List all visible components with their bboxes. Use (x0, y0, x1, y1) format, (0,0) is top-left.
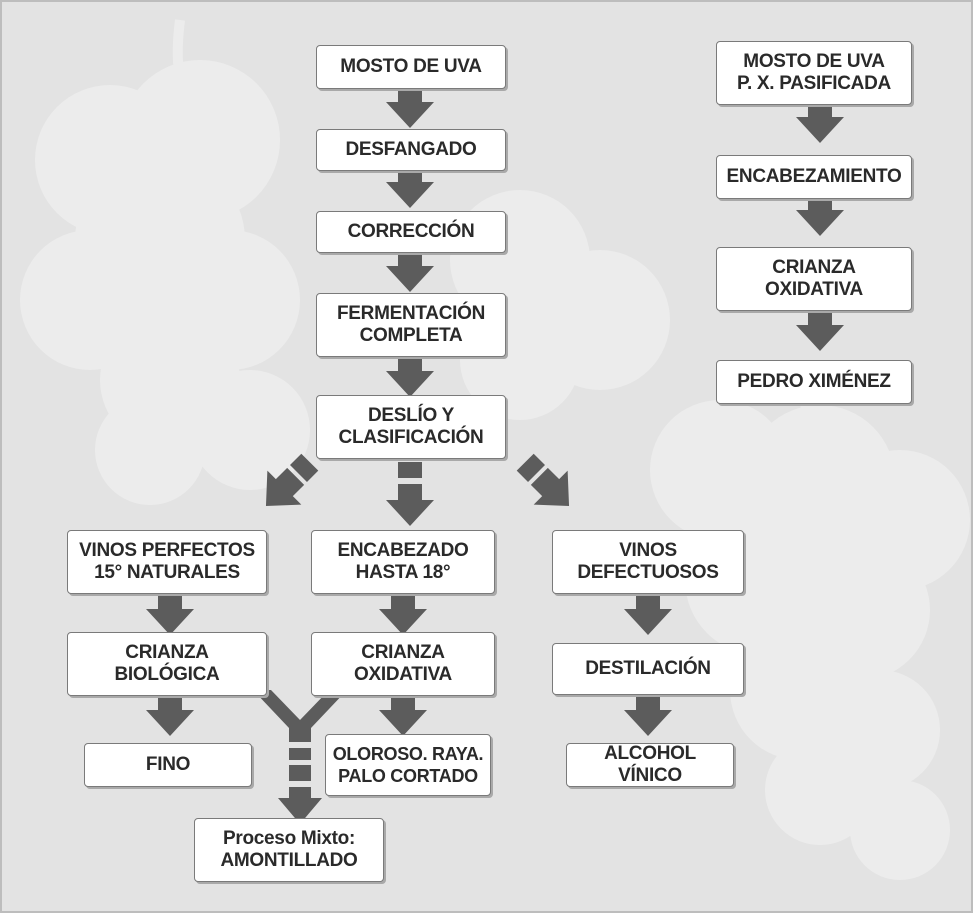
arrow-down (386, 88, 434, 128)
box-mosto-de-uva: MOSTO DE UVA (316, 45, 506, 89)
box-fino: FINO (84, 743, 252, 787)
arrow-down (796, 196, 844, 236)
arrow-down (386, 357, 434, 397)
box-mosto-px-pasificada: MOSTO DE UVA P. X. PASIFICADA (716, 41, 912, 105)
arrow-down (146, 696, 194, 736)
box-alcohol-vinico: ALCOHOL VÍNICO (566, 743, 734, 787)
arrow-diagonal-left (265, 453, 319, 507)
arrow-down-split-center (386, 462, 434, 526)
box-encabezado-hasta-18: ENCABEZADO HASTA 18° (311, 530, 495, 594)
box-vinos-perfectos: VINOS PERFECTOS 15° NATURALES (67, 530, 267, 594)
box-proceso-mixto-amontillado: Proceso Mixto: AMONTILLADO (194, 818, 384, 882)
box-fermentacion-completa: FERMENTACIÓN COMPLETA (316, 293, 506, 357)
arrow-down (624, 595, 672, 635)
box-deslio-clasificacion: DESLÍO Y CLASIFICACIÓN (316, 395, 506, 459)
arrow-down (386, 168, 434, 208)
arrow-down (379, 595, 427, 635)
box-encabezamiento: ENCABEZAMIENTO (716, 155, 912, 199)
box-vinos-defectuosos: VINOS DEFECTUOSOS (552, 530, 744, 594)
box-oloroso-raya-palo-cortado: OLOROSO. RAYA. PALO CORTADO (325, 734, 491, 796)
arrow-down (796, 311, 844, 351)
box-destilacion: DESTILACIÓN (552, 643, 744, 695)
box-crianza-oxidativa: CRIANZA OXIDATIVA (311, 632, 495, 696)
box-pedro-ximenez: PEDRO XIMÉNEZ (716, 360, 912, 404)
box-crianza-biologica: CRIANZA BIOLÓGICA (67, 632, 267, 696)
arrow-down (796, 103, 844, 143)
arrow-down (386, 252, 434, 292)
box-correccion: CORRECCIÓN (316, 211, 506, 253)
arrow-diagonal-right (516, 453, 570, 507)
arrow-down (379, 696, 427, 736)
arrow-merge-y (253, 690, 347, 824)
box-desfangado: DESFANGADO (316, 129, 506, 171)
box-crianza-oxidativa-px: CRIANZA OXIDATIVA (716, 247, 912, 311)
arrow-down (624, 696, 672, 736)
arrow-down (146, 595, 194, 635)
